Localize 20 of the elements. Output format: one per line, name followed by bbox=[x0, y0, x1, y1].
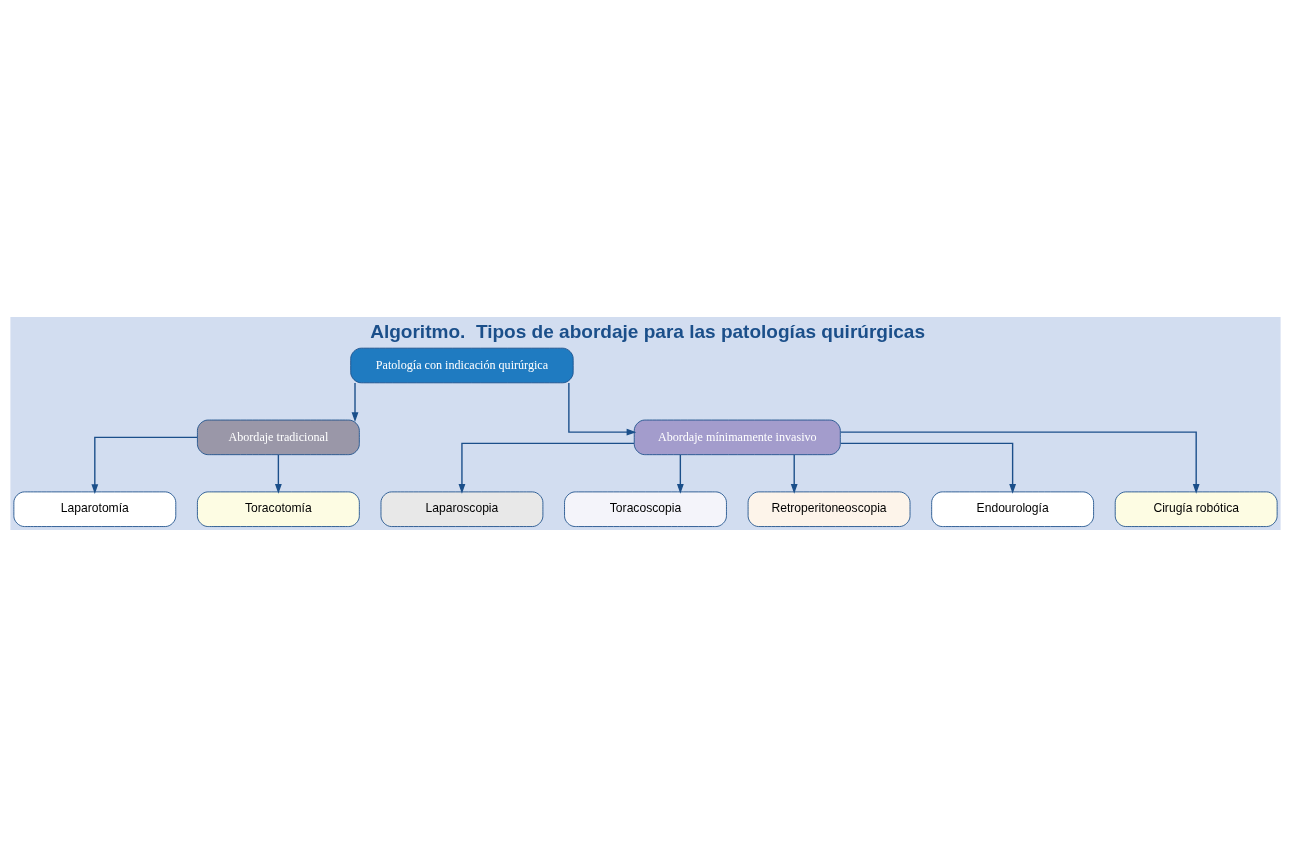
arrow bbox=[839, 442, 1017, 494]
node-box: Patología con indicación quirúrgica bbox=[350, 347, 574, 384]
arrow bbox=[676, 454, 684, 494]
node-box: Laparoscopia bbox=[380, 491, 544, 527]
arrow bbox=[351, 382, 359, 422]
arrow bbox=[568, 382, 637, 436]
arrow bbox=[458, 442, 635, 494]
node-box: Retroperitoneoscopia bbox=[747, 491, 911, 527]
node-box: Toracoscopia bbox=[564, 491, 727, 527]
node-box: Laparotomía bbox=[13, 491, 177, 527]
node-box: Toracotomía bbox=[197, 491, 360, 527]
node-box: Abordaje mínimamente invasivo bbox=[633, 419, 841, 456]
arrow bbox=[274, 454, 282, 494]
diagram-title: Algoritmo. Tipos de abordaje para las patologías quirúrgicas bbox=[370, 321, 925, 343]
arrow bbox=[91, 436, 199, 494]
arrow bbox=[790, 454, 798, 494]
arrow bbox=[839, 431, 1200, 494]
node-box: Cirugía robótica bbox=[1114, 491, 1278, 527]
node-box: Abordaje tradicional bbox=[197, 419, 360, 456]
node-box: Endourología bbox=[931, 491, 1094, 527]
